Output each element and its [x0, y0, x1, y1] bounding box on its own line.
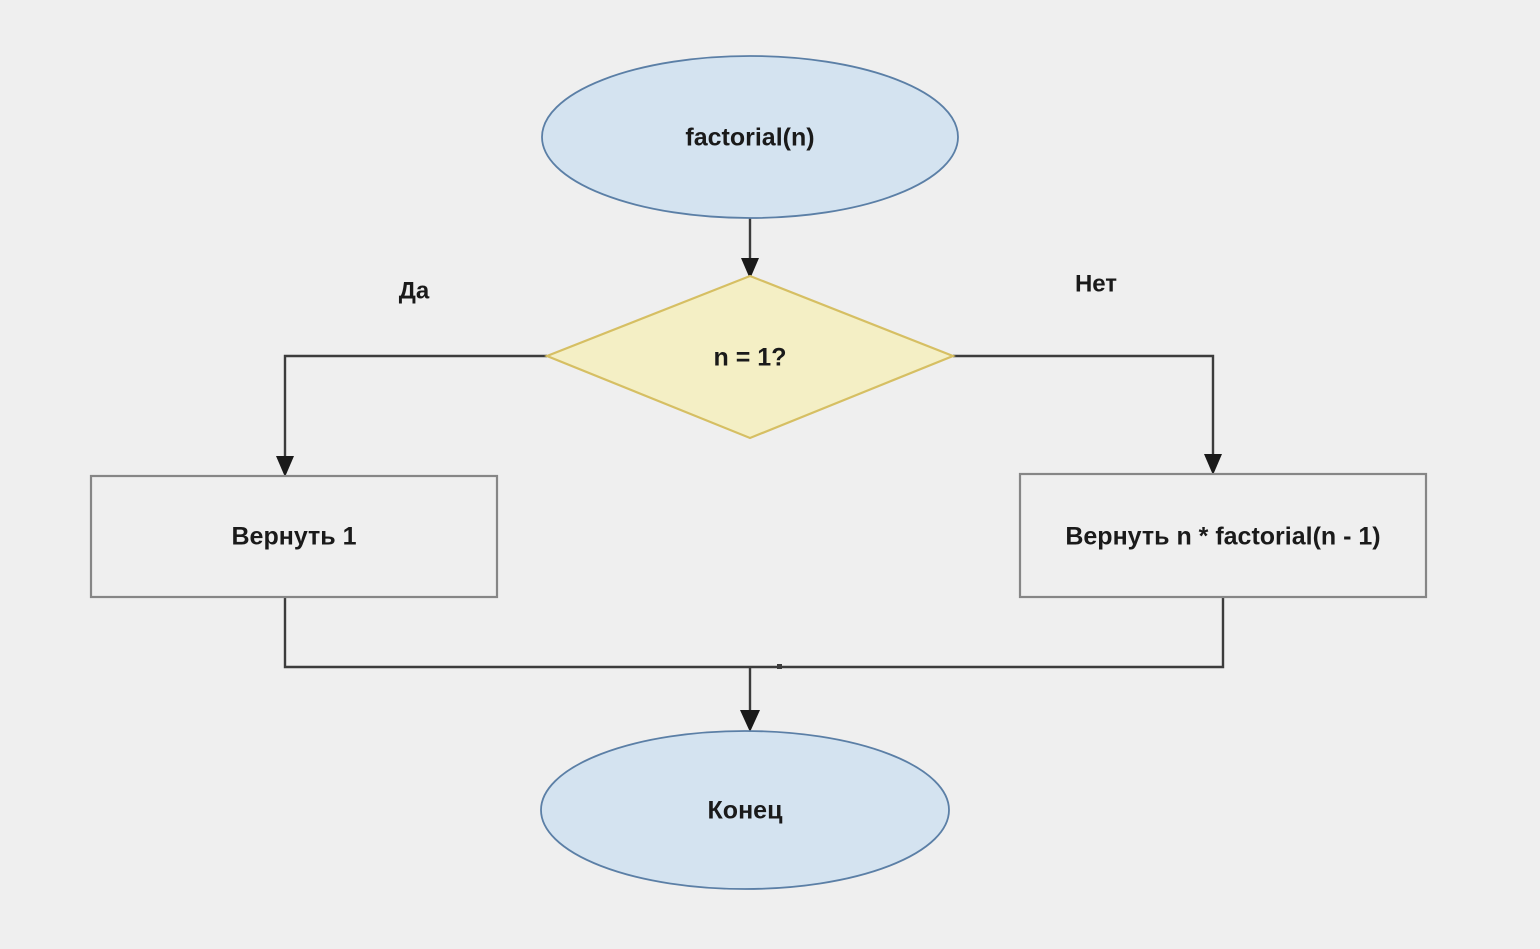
node-return-one-label: Вернуть 1: [232, 523, 357, 551]
ellipse-shape: [540, 730, 950, 890]
edge-return-one-to-end: [283, 597, 750, 669]
node-end-label: Конец: [708, 797, 784, 825]
edge-label-no: Нет: [1075, 270, 1117, 297]
connector-line: [953, 354, 1215, 463]
node-start-label: factorial(n): [685, 124, 814, 152]
edge-merge-to-end: [740, 667, 760, 732]
ellipse-shape: [541, 55, 959, 219]
node-start-terminator[interactable]: factorial(n): [541, 55, 959, 219]
junction-dot: [777, 664, 782, 669]
node-decision[interactable]: n = 1?: [544, 274, 956, 440]
edge-start-to-decision: [741, 218, 759, 279]
edge-decision-to-recursive: [953, 354, 1222, 475]
connector-line: [750, 597, 1225, 669]
edge-recursive-to-end: [750, 597, 1225, 669]
node-return-recursive[interactable]: Вернуть n * factorial(n - 1): [1018, 472, 1428, 599]
connector-line: [283, 597, 750, 669]
node-return-recursive-label: Вернуть n * factorial(n - 1): [1065, 523, 1380, 551]
rect-shape: [1018, 472, 1428, 599]
arrow-head-icon: [740, 710, 760, 732]
rect-shape: [89, 474, 499, 599]
edge-decision-to-return-one: [276, 354, 547, 477]
node-return-one[interactable]: Вернуть 1: [89, 474, 499, 599]
arrow-head-icon: [741, 258, 759, 279]
arrow-head-icon: [276, 456, 294, 477]
diamond-shape: [544, 274, 956, 440]
arrow-head-icon: [1204, 454, 1222, 475]
node-decision-label: n = 1?: [714, 344, 787, 372]
node-end-terminator[interactable]: Конец: [540, 730, 950, 890]
edge-label-yes: Да: [399, 277, 430, 304]
connector-line: [283, 354, 547, 465]
